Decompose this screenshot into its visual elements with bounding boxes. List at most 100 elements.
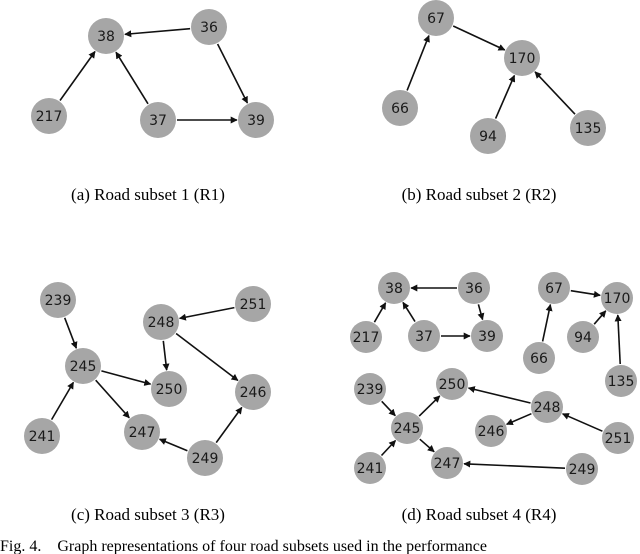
- node-circle: [354, 452, 386, 484]
- node-250: 250: [151, 371, 187, 407]
- node-37: 37: [140, 102, 176, 138]
- node-circle: [31, 98, 67, 134]
- node-circle: [382, 90, 418, 126]
- node-250: 250: [436, 368, 468, 400]
- node-circle: [436, 368, 468, 400]
- node-circle: [418, 0, 454, 36]
- node-label: 245: [70, 359, 97, 375]
- node-217: 217: [31, 98, 67, 134]
- node-245: 245: [391, 412, 423, 444]
- figure-caption: Fig. 4. Graph representations of four ro…: [0, 538, 487, 554]
- node-66: 66: [382, 90, 418, 126]
- edge-217-to-38: [59, 50, 96, 101]
- node-circle: [391, 412, 423, 444]
- node-249: 249: [187, 440, 223, 476]
- node-circle: [88, 18, 124, 54]
- node-label: 135: [575, 121, 602, 137]
- node-circle: [471, 320, 503, 352]
- node-circle: [238, 102, 274, 138]
- node-circle: [235, 286, 271, 322]
- node-circle: [143, 304, 179, 340]
- edge-66-to-67: [541, 303, 553, 342]
- edge-245-to-250: [418, 395, 441, 417]
- node-247: 247: [431, 447, 463, 479]
- node-label: 251: [605, 431, 632, 447]
- node-label: 250: [439, 377, 466, 393]
- node-circle: [354, 373, 386, 405]
- edge-251-to-248: [561, 413, 603, 432]
- node-67: 67: [538, 272, 570, 304]
- node-label: 38: [97, 29, 115, 45]
- node-label: 170: [604, 291, 631, 307]
- node-label: 39: [478, 329, 496, 345]
- edge-249-to-247: [463, 460, 566, 469]
- node-circle: [24, 418, 60, 454]
- node-170: 170: [504, 40, 540, 76]
- node-label: 246: [240, 385, 267, 401]
- node-label: 170: [509, 51, 536, 67]
- node-label: 66: [530, 351, 548, 367]
- node-251: 251: [602, 422, 634, 454]
- node-label: 241: [357, 461, 384, 477]
- node-37: 37: [408, 320, 440, 352]
- edge-241-to-245: [50, 381, 75, 421]
- node-135: 135: [605, 365, 637, 397]
- node-66: 66: [523, 342, 555, 374]
- edges: [50, 306, 243, 452]
- node-circle: [602, 422, 634, 454]
- edge-66-to-67: [406, 34, 430, 91]
- node-label: 248: [148, 315, 175, 331]
- node-label: 36: [200, 20, 218, 36]
- edge-36-to-38: [124, 27, 191, 38]
- node-circle: [350, 321, 382, 353]
- node-circle: [567, 321, 599, 353]
- edges: [373, 284, 622, 469]
- node-label: 217: [353, 330, 380, 346]
- node-label: 39: [247, 113, 265, 129]
- edge-248-to-246: [505, 412, 532, 426]
- node-circle: [538, 272, 570, 304]
- node-label: 36: [465, 281, 483, 297]
- node-circle: [531, 391, 563, 423]
- node-label: 217: [36, 109, 63, 125]
- node-circle: [566, 453, 598, 485]
- node-239: 239: [354, 373, 386, 405]
- node-247: 247: [124, 414, 160, 450]
- edge-249-to-246: [215, 406, 243, 444]
- node-circle: [187, 440, 223, 476]
- node-135: 135: [570, 110, 606, 146]
- edge-217-to-38: [373, 302, 387, 323]
- node-249: 249: [566, 453, 598, 485]
- node-label: 94: [574, 330, 592, 346]
- caption-b: (b) Road subset 2 (R2): [402, 185, 557, 204]
- node-label: 67: [427, 11, 445, 27]
- panels-group: 38 36 217 37 39 67 170 66 94 135 239 248 251 245 250 24…: [24, 0, 637, 485]
- node-label: 250: [156, 382, 183, 398]
- node-67: 67: [418, 0, 454, 36]
- edge-245-to-250: [101, 370, 152, 386]
- node-label: 245: [394, 421, 421, 437]
- edge-248-to-250: [467, 386, 531, 404]
- edge-245-to-247: [95, 379, 130, 419]
- node-label: 67: [545, 281, 563, 297]
- node-248: 248: [531, 391, 563, 423]
- edge-239-to-245: [63, 317, 78, 349]
- node-39: 39: [238, 102, 274, 138]
- node-label: 66: [391, 101, 409, 117]
- node-label: 239: [357, 382, 384, 398]
- node-38: 38: [88, 18, 124, 54]
- edge-248-to-250: [162, 340, 170, 371]
- node-circle: [408, 320, 440, 352]
- node-circle: [378, 272, 410, 304]
- node-label: 247: [434, 456, 461, 472]
- node-239: 239: [40, 282, 76, 318]
- edges: [406, 25, 576, 119]
- caption-d: (d) Road subset 4 (R4): [402, 505, 557, 524]
- node-label: 94: [479, 129, 497, 145]
- node-38: 38: [378, 272, 410, 304]
- edge-239-to-245: [381, 400, 396, 417]
- node-245: 245: [65, 348, 101, 384]
- node-label: 251: [240, 297, 267, 313]
